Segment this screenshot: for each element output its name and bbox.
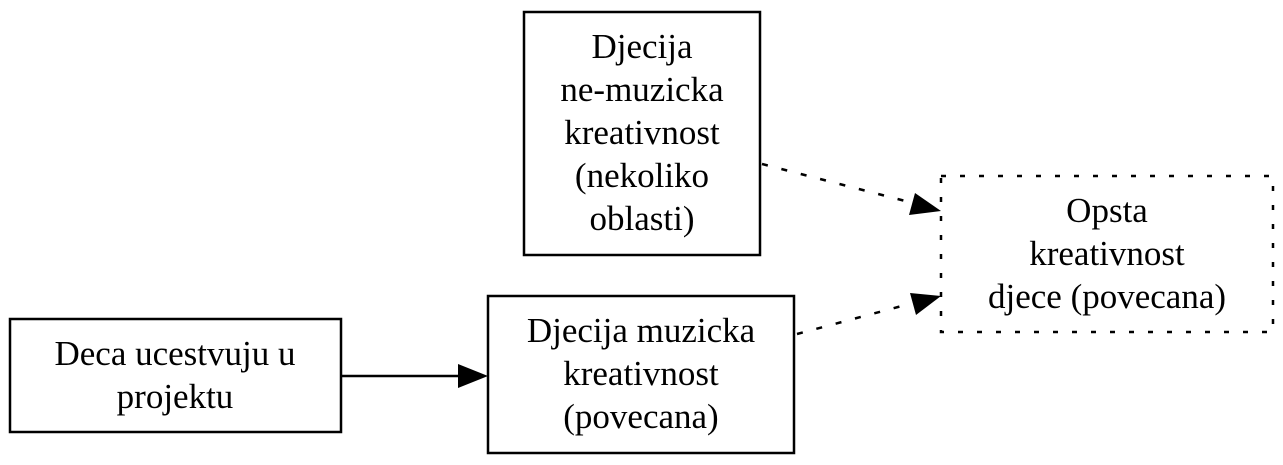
- node-label-line: Djecija: [591, 27, 693, 66]
- node-label-line: (nekoliko: [575, 156, 709, 195]
- svg-text:ne-muzicka: ne-muzicka: [560, 70, 724, 109]
- node-musical-creativity: Djecija muzicka kreativnost (povecana): [486, 294, 796, 455]
- node-general-creativity: Opsta kreativnost djece (povecana): [939, 174, 1275, 334]
- arrowhead: [458, 364, 488, 388]
- edge-musical-to-general: [796, 293, 941, 336]
- node-label-line: oblasti): [590, 199, 695, 238]
- svg-text:Djecija: Djecija: [591, 27, 693, 66]
- svg-text:kreativnost: kreativnost: [1029, 234, 1185, 273]
- node-label-line: Djecija muzicka: [527, 311, 756, 350]
- node-children-participate: Deca ucestvuju u projektu: [8, 317, 343, 434]
- node-label-line: kreativnost: [564, 113, 720, 152]
- svg-text:Deca ucestvuju u: Deca ucestvuju u: [54, 334, 295, 373]
- svg-text:Djecija muzicka: Djecija muzicka: [527, 311, 756, 350]
- node-non-musical-creativity: Djecija ne-muzicka kreativnost (nekoliko…: [522, 10, 762, 257]
- node-label-line: Opsta: [1066, 191, 1148, 230]
- node-label-line: projektu: [117, 377, 234, 416]
- node-label-line: ne-muzicka: [560, 70, 724, 109]
- edge-non-musical-to-general: [761, 162, 941, 215]
- node-label-line: Deca ucestvuju u: [54, 334, 295, 373]
- arrowhead: [910, 293, 941, 315]
- svg-text:Opsta: Opsta: [1066, 191, 1148, 230]
- arrowhead: [909, 193, 941, 215]
- node-label-line: kreativnost: [563, 354, 719, 393]
- svg-text:oblasti): oblasti): [590, 199, 695, 238]
- svg-text:(nekoliko: (nekoliko: [575, 156, 709, 195]
- svg-text:projektu: projektu: [117, 377, 234, 416]
- node-label-line: kreativnost: [1029, 234, 1185, 273]
- svg-text:kreativnost: kreativnost: [563, 354, 719, 393]
- node-label-line: djece (povecana): [988, 277, 1226, 316]
- svg-text:kreativnost: kreativnost: [564, 113, 720, 152]
- node-label-line: (povecana): [563, 397, 718, 436]
- svg-text:(povecana): (povecana): [563, 397, 718, 436]
- svg-text:djece (povecana): djece (povecana): [988, 277, 1226, 316]
- edge-participate-to-musical: [341, 364, 488, 388]
